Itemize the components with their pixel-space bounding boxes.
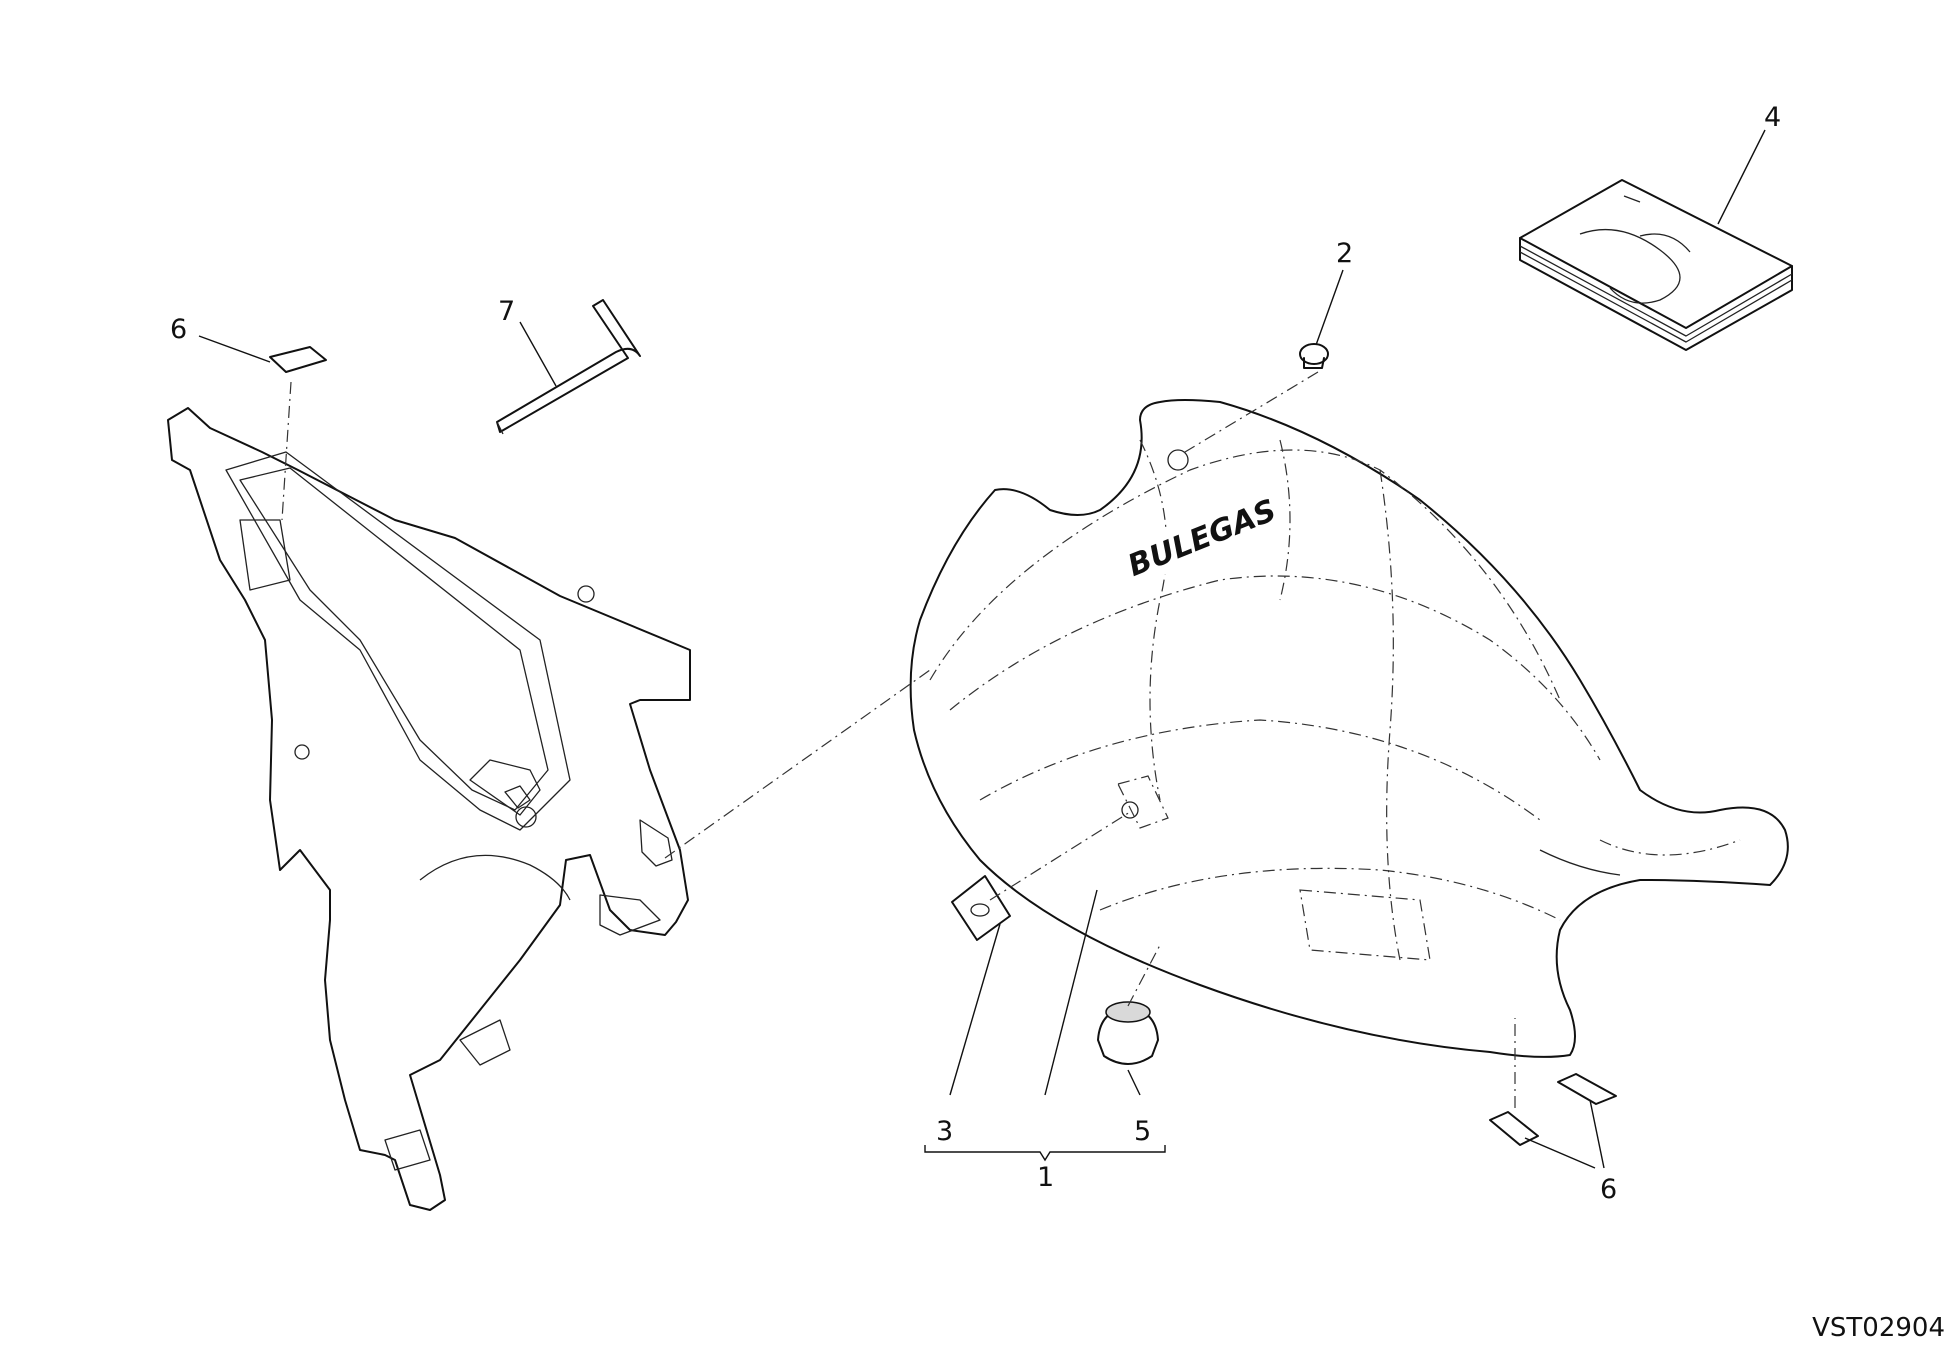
callout-6-seat-decals: 6 [1600, 1174, 1617, 1205]
rubber-plug [1097, 1001, 1159, 1065]
seat-logo-plate [1120, 489, 1284, 587]
callout-labels: 6 7 2 4 3 5 1 6 [170, 102, 1781, 1205]
allen-key [496, 299, 641, 435]
assembly-bracket [924, 1145, 1166, 1162]
leader-lines [198, 129, 1766, 1169]
clip-nut [951, 875, 1011, 941]
callout-1-seat-assembly: 1 [1037, 1162, 1054, 1193]
owner-manual [1519, 179, 1793, 351]
tail-subframe [167, 407, 691, 1211]
decal-patch-tail [269, 346, 327, 373]
callout-2-screw: 2 [1336, 238, 1353, 269]
callout-6-tail-decal: 6 [170, 314, 187, 345]
callout-7-allen-key: 7 [498, 296, 515, 327]
callout-5-plug: 5 [1134, 1116, 1151, 1147]
seat: BULEGAS [909, 399, 1789, 1058]
seat-screw [1299, 343, 1329, 369]
assembly-axes [281, 371, 1516, 1108]
decal-patches-seat [1489, 1073, 1617, 1146]
drawing-id: VST02904 [1812, 1313, 1945, 1343]
callout-3-clip: 3 [936, 1116, 953, 1147]
callout-4-manual: 4 [1764, 102, 1781, 133]
